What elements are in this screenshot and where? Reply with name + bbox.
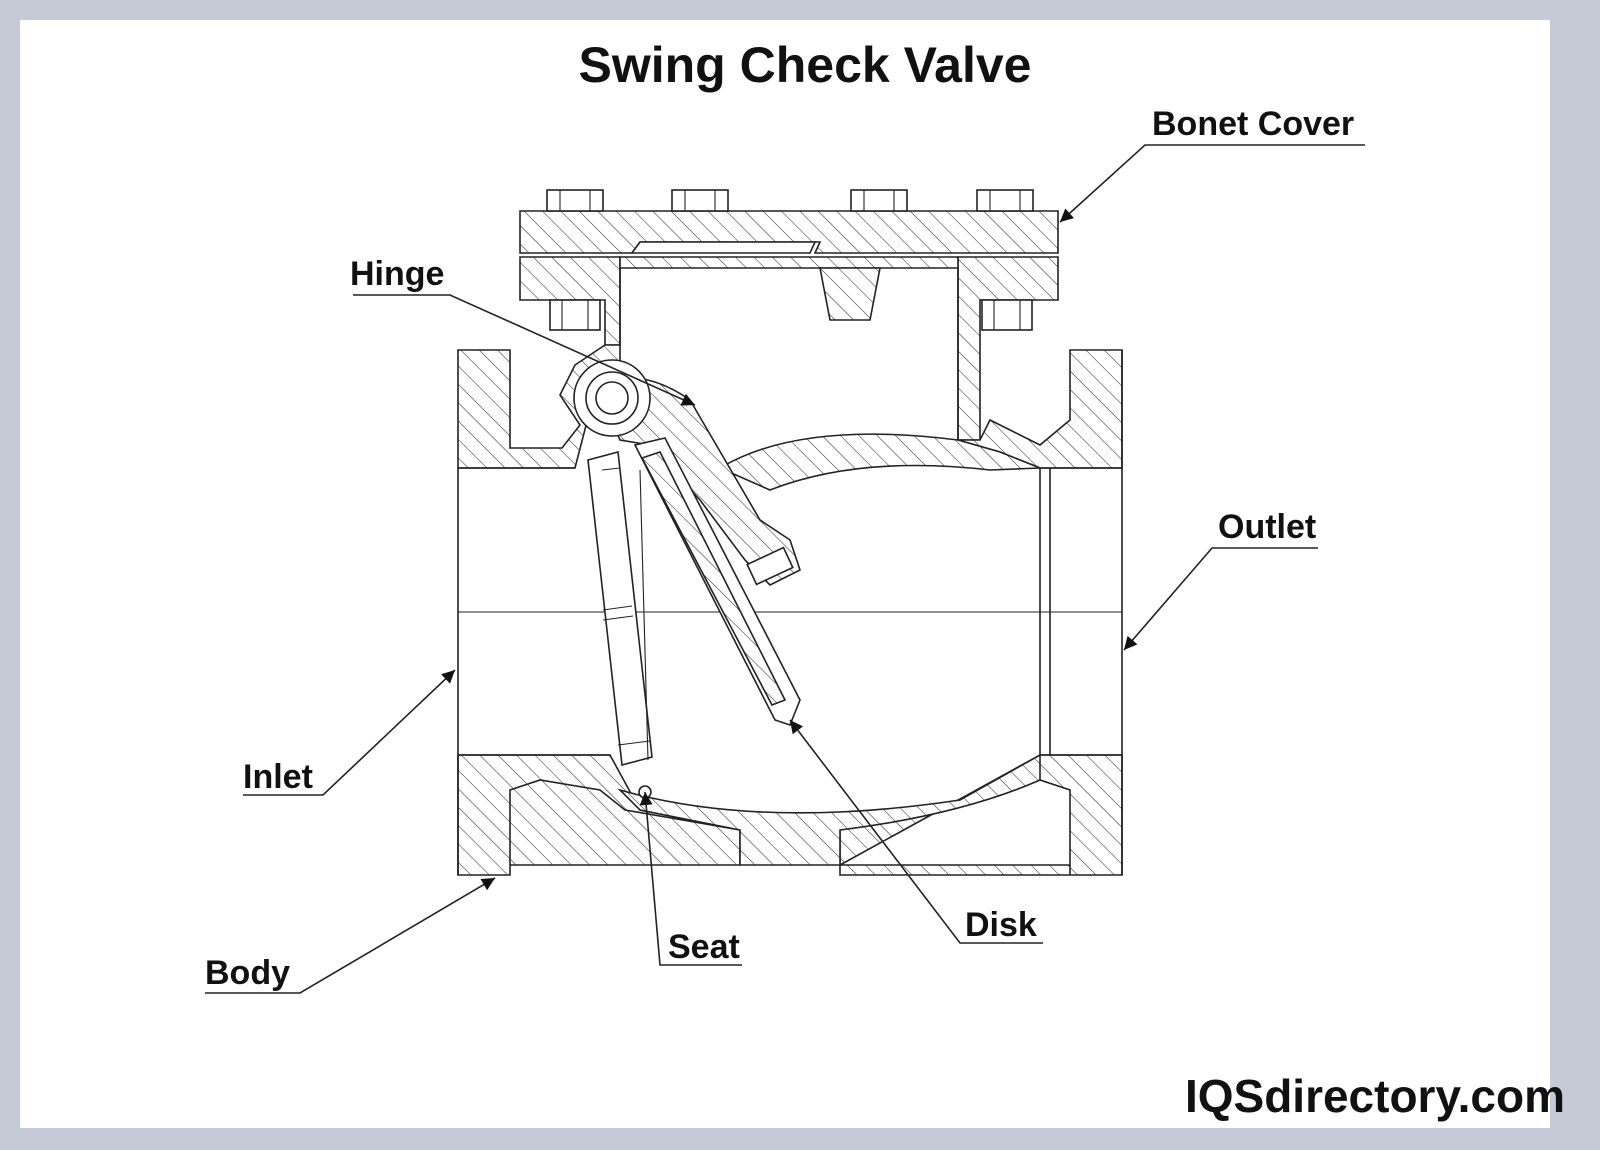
label-hinge: Hinge [350,255,444,293]
diagram-title: Swing Check Valve [579,37,1032,93]
label-body: Body [205,954,290,992]
label-disk: Disk [965,906,1037,944]
valve-body [457,268,1123,876]
watermark-text: IQSdirectory.com [1185,1070,1565,1122]
bonnet-cover [519,189,1059,254]
label-seat: Seat [668,928,740,966]
leader-lines [205,144,1365,994]
label-outlet: Outlet [1218,508,1316,546]
seat-ring [587,450,653,799]
hinge-assembly [573,359,801,726]
label-inlet: Inlet [243,758,313,796]
label-bonet-cover: Bonet Cover [1152,105,1354,143]
bolt-heads-top [546,189,1034,212]
